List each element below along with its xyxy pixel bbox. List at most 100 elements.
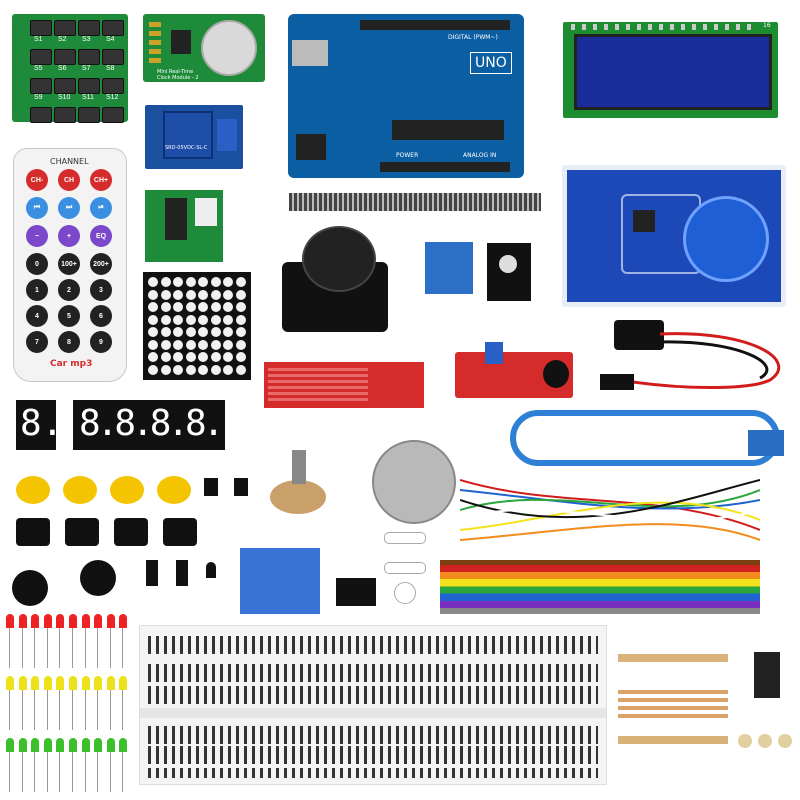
matrix-led [223,289,233,300]
button-cap [110,476,144,504]
keypad-key-label: S4 [106,36,115,43]
matrix-led [148,327,158,337]
usb-port-icon [292,40,328,66]
matrix-led [173,277,183,287]
led-leg [46,628,48,668]
lcd-1602: 16 [563,22,778,118]
matrix-led [198,302,208,312]
keypad-key: S15 [78,107,100,134]
led [18,676,27,690]
led-leg [84,690,86,730]
keypad-key-label: S12 [106,94,119,101]
keypad-key: S10 [54,78,76,105]
matrix-led [160,314,171,325]
seven-seg-digits: 8.8.8.8. [79,403,224,444]
led-leg [122,752,124,792]
keypad-key-label: S11 [82,94,94,101]
led-leg [59,628,61,668]
led [94,676,103,690]
matrix-led [198,314,208,325]
matrix-led [210,302,221,312]
remote-number-button: 5 [58,305,80,327]
remote-number-button: 9 [90,331,112,353]
led-leg [72,628,73,668]
matrix-led [235,364,246,375]
matrix-led [198,352,208,362]
matrix-led [185,289,196,300]
led-leg [34,752,36,792]
uno-digital-label: DIGITAL (PWM~) [448,34,498,41]
matrix-led [185,327,196,337]
keypad-key-label: S7 [82,65,91,72]
matrix-led [210,364,221,375]
matrix-led [160,289,171,300]
led-leg [46,752,48,792]
joystick-knob-icon [302,226,376,292]
led-leg [34,690,36,730]
led [6,676,14,690]
led [56,614,65,628]
matrix-led [185,339,196,350]
battery-clip [614,320,664,350]
keypad-key-label: S10 [58,94,71,101]
led-leg [122,690,124,730]
relay-module: SRD-05VDC-SL-C [145,105,243,169]
led-leg [9,690,10,730]
led [81,738,90,752]
rfid-tag-icon [683,196,769,282]
led [43,738,52,752]
matrix-led [148,352,158,362]
keypad-key-label: S3 [82,36,91,43]
power-jack-icon [296,134,326,160]
led-leg [72,690,73,730]
led-leg [84,752,86,792]
remote-number-button: 4 [26,305,48,327]
remote-number-button: 200+ [90,253,112,275]
matrix-led [160,364,171,375]
button-cap [63,476,97,504]
led-leg [97,690,99,730]
matrix-led [235,352,246,362]
remote-number-button: 7 [26,331,48,353]
rainbow-dupont-wires [440,560,760,620]
led [119,676,128,690]
matrix-led [173,302,183,312]
matrix-led [235,302,246,312]
matrix-led [160,277,171,287]
keypad-key-label: S5 [34,65,43,72]
ic-chip [754,652,780,698]
matrix-led [235,314,246,325]
led-leg [46,690,48,730]
keypad-key: S7 [78,49,100,76]
led-matrix-8x8 [143,272,251,380]
matrix-led [173,364,183,375]
led-leg [109,690,111,730]
matrix-led [173,352,183,362]
rfid-reader [562,165,786,307]
button-cap [16,476,50,504]
matrix-led [148,364,158,375]
keypad-key: S16 [102,107,124,134]
remote-number-button: 2 [58,279,80,301]
led-leg [97,628,99,668]
servo-motor [240,548,320,614]
remote-number-button: 6 [90,305,112,327]
remote-button-ch-minus: CH- [26,169,48,191]
remote-number-button: 1 [26,279,48,301]
uno-analog-label: ANALOG IN [463,152,497,159]
led [6,738,14,752]
led [106,738,115,752]
uno-power-label: POWER [396,152,419,159]
tactile-button [114,518,148,546]
matrix-led [148,289,158,300]
matrix-led [173,339,183,350]
button-cap [157,476,191,504]
keypad-key: S12 [102,78,124,105]
keypad-key: S1 [30,20,52,47]
keypad-key-label: S1 [34,36,43,43]
keypad-key: S6 [54,49,76,76]
keypad-key-label: S15 [82,123,95,130]
keypad-key-label: S16 [106,123,119,130]
led-leg [21,690,23,730]
servo-connector [336,578,376,606]
